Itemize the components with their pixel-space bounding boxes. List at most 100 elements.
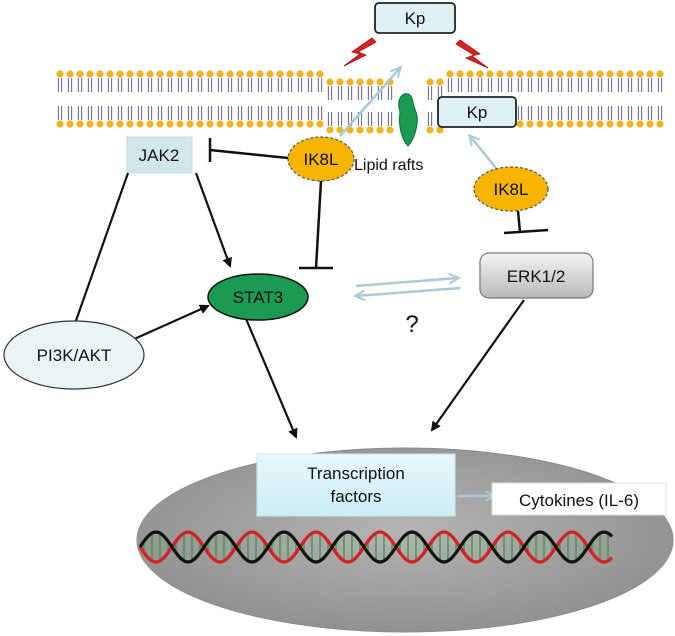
lipid-head xyxy=(606,70,614,78)
lipid-head xyxy=(76,120,84,128)
lipid-head xyxy=(306,70,314,78)
lipid-head xyxy=(246,70,254,78)
lipid-head xyxy=(256,70,264,78)
lipid-head xyxy=(526,120,534,128)
lipid-head xyxy=(356,126,364,134)
erk-box xyxy=(479,252,594,299)
lipid-head xyxy=(176,120,184,128)
lipid-head xyxy=(636,70,644,78)
lipid-head xyxy=(526,70,534,78)
stat3-node xyxy=(207,273,309,321)
inhibit-ik8l-jak2 xyxy=(208,138,289,162)
cytokines-box xyxy=(491,482,667,516)
lipid-head xyxy=(286,70,294,78)
lipid-head xyxy=(126,120,134,128)
lipid-head xyxy=(516,70,524,78)
lipid-head xyxy=(536,70,544,78)
lipid-head xyxy=(266,70,274,78)
lipid-head xyxy=(336,78,344,86)
lipid-head xyxy=(566,70,574,78)
lipid-head xyxy=(646,120,654,128)
lipid-head xyxy=(486,70,494,78)
lipid-head xyxy=(276,120,284,128)
tf-label-line2: factors xyxy=(330,487,381,506)
lipid-head xyxy=(326,78,334,86)
lipid-head xyxy=(586,70,594,78)
dna-strand-red xyxy=(138,530,614,564)
lipid-head xyxy=(196,120,204,128)
lipid-head xyxy=(266,120,274,128)
lipid-head xyxy=(576,120,584,128)
lipid-head xyxy=(106,70,114,78)
lipid-head xyxy=(436,126,444,134)
lipid-head xyxy=(236,120,244,128)
lipid-head xyxy=(96,70,104,78)
lipid-head xyxy=(316,120,324,128)
lipid-head xyxy=(606,120,614,128)
lipid-head xyxy=(216,70,224,78)
kp-top-label: Kp xyxy=(405,9,426,28)
lipid-head xyxy=(166,120,174,128)
cytokines-label: Cytokines (IL-6) xyxy=(519,491,639,510)
lipid-head xyxy=(116,70,124,78)
transcription-factors-box xyxy=(256,453,456,517)
arrow-jak2-to-stat3 xyxy=(194,172,232,268)
ik8l-left-label: IK8L xyxy=(304,150,339,169)
inhibit-ik8l-erk xyxy=(503,210,549,235)
lipid-head xyxy=(566,120,574,128)
lipid-head xyxy=(206,120,214,128)
lipid-head xyxy=(286,120,294,128)
lipid-head xyxy=(246,120,254,128)
ik8l-right-node xyxy=(473,166,549,212)
lipid-head xyxy=(546,120,554,128)
jak2-label: JAK2 xyxy=(139,146,180,165)
lipid-head xyxy=(366,126,374,134)
lipid-head xyxy=(376,78,384,86)
lipid-head xyxy=(316,70,324,78)
ik8l-right-label: IK8L xyxy=(494,180,529,199)
lipid-head xyxy=(546,70,554,78)
stat3-label: STAT3 xyxy=(233,288,283,307)
lipid-head xyxy=(186,120,194,128)
lipid-head xyxy=(66,120,74,128)
lipid-head xyxy=(156,120,164,128)
lipid-head xyxy=(96,120,104,128)
lipid-head xyxy=(116,120,124,128)
ik8l-left-node xyxy=(287,136,355,182)
lipid-head xyxy=(356,78,364,86)
lipid-head xyxy=(276,70,284,78)
lipid-head xyxy=(426,126,434,134)
arrow-erk-to-stat3 xyxy=(356,286,461,296)
lipid-head xyxy=(656,70,664,78)
lipid-head xyxy=(176,70,184,78)
jak2-box xyxy=(126,136,193,174)
arrow-ik8l-to-kp-raft xyxy=(470,136,497,169)
lipid-head xyxy=(556,70,564,78)
lipid-head xyxy=(56,120,64,128)
lipid-head xyxy=(126,70,134,78)
arrow-ik8l-to-kp-top xyxy=(339,68,400,137)
lipid-head xyxy=(616,120,624,128)
lipid-head xyxy=(146,120,154,128)
lipid-head xyxy=(636,120,644,128)
kp-raft-box xyxy=(437,96,517,128)
lipid-head xyxy=(436,78,444,86)
lipid-head xyxy=(626,70,634,78)
lipid-head xyxy=(596,70,604,78)
kp-top-box xyxy=(374,2,456,34)
lipid-head xyxy=(216,120,224,128)
lightning-right-icon xyxy=(455,39,489,69)
lipid-head xyxy=(66,70,74,78)
lipid-head xyxy=(556,120,564,128)
lipid-head xyxy=(386,126,394,134)
lipid-head xyxy=(136,70,144,78)
lipid-head xyxy=(56,70,64,78)
lipid-head xyxy=(336,126,344,134)
inhibit-ik8l-stat3 xyxy=(299,180,333,270)
lipid-head xyxy=(586,120,594,128)
lipid-head xyxy=(516,120,524,128)
lipid-head xyxy=(146,70,154,78)
lipid-head xyxy=(76,70,84,78)
lipid-head xyxy=(226,120,234,128)
lipid-head xyxy=(256,120,264,128)
